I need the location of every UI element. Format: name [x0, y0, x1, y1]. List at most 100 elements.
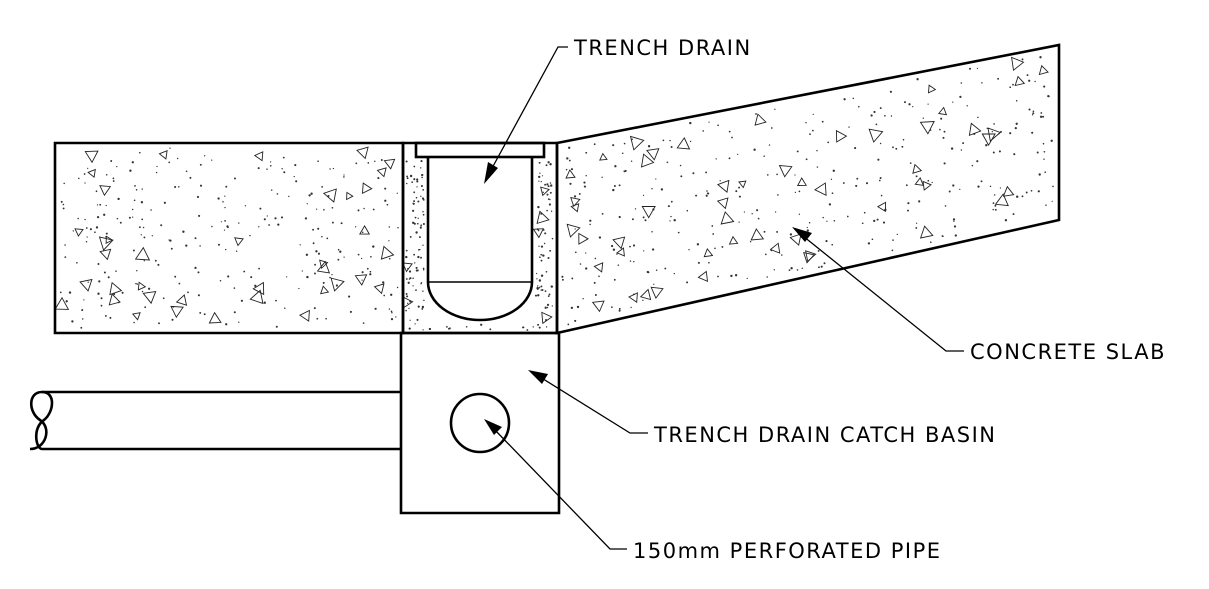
- right-slab-stipple-dot: [902, 138, 905, 141]
- surround-stipple-dot: [489, 328, 492, 331]
- surround-stipple-dot: [449, 327, 451, 329]
- surround-stipple-dot: [540, 180, 542, 183]
- left-slab-aggregate-triangle: [373, 283, 385, 295]
- surround-stipple-dot: [420, 184, 423, 188]
- left-slab-stipple-dot: [178, 186, 180, 188]
- left-slab-stipple-dot: [314, 272, 316, 275]
- left-slab-stipple-dot: [270, 165, 272, 167]
- right-slab-stipple-dot: [594, 294, 597, 296]
- left-slab-stipple-dot: [156, 165, 158, 168]
- left-slab-aggregate-triangle: [319, 259, 329, 270]
- right-slab-stipple-dot: [753, 148, 756, 151]
- right-slab-stipple-dot: [857, 105, 860, 108]
- right-slab-stipple-dot: [999, 187, 1002, 189]
- right-slab-aggregate-triangle: [703, 248, 714, 258]
- left-slab-stipple-dot: [240, 299, 244, 302]
- surround-stipple-dot: [408, 307, 410, 310]
- left-slab-stipple-dot: [339, 250, 342, 253]
- left-slab-stipple-dot: [281, 168, 283, 170]
- surround-aggregate-triangle: [536, 210, 550, 225]
- left-slab-stipple-dot: [306, 275, 309, 279]
- left-slab-stipple-dot: [76, 261, 78, 264]
- right-slab-stipple-dot: [1013, 153, 1016, 156]
- right-slab-aggregate-triangle: [697, 270, 709, 283]
- right-slab-aggregate-triangle: [646, 148, 660, 161]
- left-slab-stipple-dot: [396, 286, 399, 289]
- right-slab-stipple-dot: [989, 185, 992, 188]
- surround-aggregate-triangle: [540, 186, 550, 197]
- left-slab-aggregate-triangle: [170, 305, 184, 319]
- right-slab-stipple-dot: [585, 267, 588, 270]
- right-slab-stipple-dot: [1040, 112, 1043, 114]
- left-slab-stipple-dot: [203, 155, 206, 157]
- left-slab-aggregate-triangle: [253, 151, 264, 162]
- right-slab-stipple-dot: [927, 103, 929, 105]
- right-slab-stipple-dot: [755, 113, 757, 115]
- left-slab-stipple-dot: [197, 271, 200, 274]
- left-slab-aggregate-triangle: [142, 290, 157, 305]
- right-slab-stipple-dot: [728, 157, 731, 160]
- right-slab-stipple-dot: [776, 173, 778, 176]
- right-slab-stipple-dot: [805, 121, 807, 124]
- left-slab-stipple-dot: [132, 249, 135, 252]
- right-slab-stipple-dot: [585, 174, 587, 177]
- left-slab-stipple-dot: [377, 177, 380, 180]
- surround-stipple-dot: [446, 326, 448, 328]
- left-slab-stipple-dot: [77, 217, 79, 220]
- left-slab-stipple-dot: [257, 167, 260, 170]
- right-slab-stipple-dot: [715, 158, 717, 160]
- surround-stipple-dot: [545, 326, 548, 328]
- surround-stipple-dot: [420, 167, 422, 169]
- right-slab-stipple-dot: [766, 276, 768, 278]
- surround-stipple-dot: [422, 290, 424, 292]
- right-slab-stipple-dot: [1042, 115, 1045, 118]
- left-slab-stipple-dot: [225, 248, 227, 251]
- left-slab-stipple-dot: [169, 147, 171, 149]
- right-slab-stipple-dot: [818, 266, 820, 269]
- surround-stipple-dot: [421, 197, 425, 200]
- right-slab-aggregate-triangle: [1011, 56, 1025, 72]
- left-slab-stipple-dot: [103, 213, 106, 216]
- left-slab-stipple-dot: [243, 270, 246, 273]
- right-slab-stipple-dot: [1025, 191, 1028, 194]
- right-slab-stipple-dot: [574, 251, 577, 254]
- right-slab-stipple-dot: [717, 275, 719, 278]
- catch-basin-box: [399, 331, 561, 515]
- right-slab-stipple-dot: [808, 222, 811, 224]
- right-slab-stipple-dot: [568, 146, 571, 149]
- left-slab-stipple-dot: [194, 237, 197, 240]
- surround-stipple-dot: [544, 232, 547, 235]
- surround-stipple-dot: [413, 165, 416, 168]
- left-slab-stipple-dot: [396, 192, 398, 194]
- right-slab-stipple-dot: [944, 205, 947, 207]
- right-slab-aggregate-triangle: [919, 121, 935, 135]
- left-slab-stipple-dot: [268, 224, 270, 226]
- left-slab-stipple-dot: [96, 204, 99, 206]
- right-slab-stipple-dot: [561, 278, 564, 281]
- left-slab-stipple-dot: [198, 214, 201, 217]
- left-slab-stipple-dot: [263, 301, 266, 304]
- surround-stipple-dot: [550, 210, 553, 212]
- right-slab-aggregate-triangle: [778, 164, 793, 178]
- right-slab-stipple-dot: [612, 248, 616, 251]
- right-slab-stipple-dot: [737, 153, 739, 156]
- surround-stipple-dot: [534, 294, 538, 297]
- surround-stipple-dot: [406, 175, 409, 178]
- right-slab-stipple-dot: [763, 230, 766, 233]
- right-slab-stipple-dot: [612, 188, 615, 192]
- surround-stipple-dot: [540, 285, 543, 288]
- right-slab-stipple-dot: [918, 200, 921, 203]
- left-slab-stipple-dot: [187, 291, 189, 294]
- left-slab-aggregate-triangle: [175, 294, 188, 306]
- right-slab-aggregate-triangle: [912, 163, 923, 174]
- right-slab-stipple-dot: [695, 194, 698, 197]
- right-slab-stipple-dot: [809, 133, 811, 135]
- left-slab-stipple-dot: [361, 271, 364, 274]
- left-slab-stipple-dot: [99, 203, 102, 206]
- surround-stipple-dot: [537, 323, 540, 326]
- leader-concrete-slab: [802, 235, 964, 352]
- surround-stipple-dot: [421, 305, 425, 309]
- left-slab-stipple-dot: [275, 299, 277, 302]
- right-slab-stipple-dot: [1032, 110, 1035, 113]
- right-slab-stipple-dot: [812, 113, 814, 116]
